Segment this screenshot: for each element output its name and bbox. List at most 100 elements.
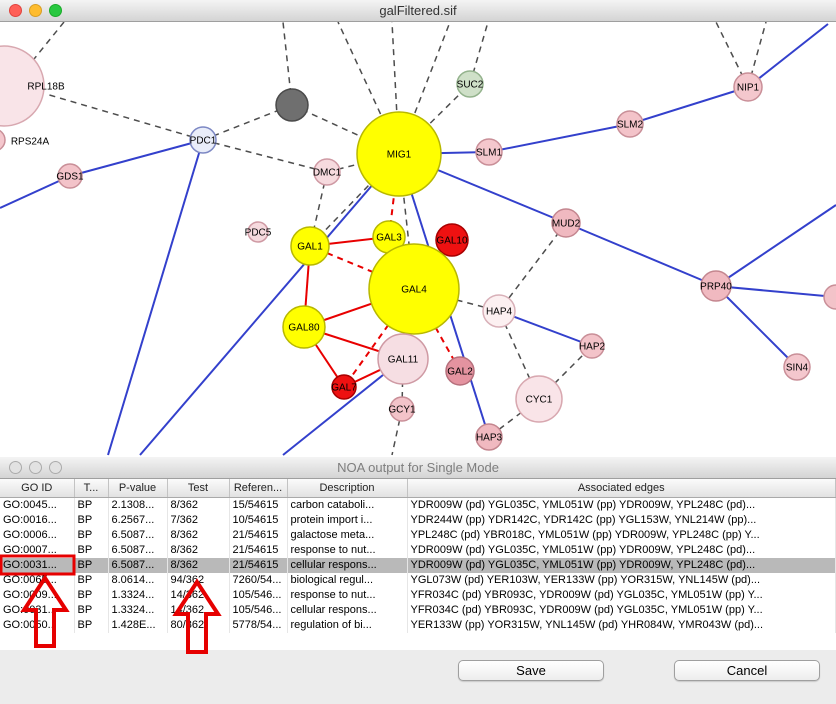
network-node-CYC1[interactable]	[515, 375, 563, 423]
node-label-SLM1: SLM1	[476, 148, 503, 159]
network-node-GAL80[interactable]	[282, 305, 326, 349]
table-cell: 15/54615	[229, 497, 288, 513]
network-node-HAP2[interactable]	[579, 333, 605, 359]
table-cell: YGL073W (pd) YER103W, YER133W (pp) YOR31…	[407, 572, 836, 588]
network-node-edge-right[interactable]	[823, 284, 836, 310]
network-edge[interactable]	[29, 22, 65, 65]
network-edge[interactable]	[498, 222, 567, 312]
network-edge[interactable]	[139, 153, 400, 456]
network-canvas[interactable]: RPL18BRPS24AGDS1PDC1DMC1MIG1SUC2SLM1SLM2…	[0, 22, 836, 457]
network-edge[interactable]	[715, 204, 836, 287]
network-node-SLM2[interactable]	[616, 110, 644, 138]
network-node-GAL2[interactable]	[445, 356, 475, 386]
save-button[interactable]: Save	[458, 660, 604, 681]
network-edge[interactable]	[715, 285, 836, 298]
table-cell: GO:0007...	[0, 542, 75, 558]
zoom-button[interactable]	[49, 4, 62, 17]
network-node-GDS1[interactable]	[57, 163, 83, 189]
table-cell: 8/362	[167, 527, 230, 543]
network-node-GCY1[interactable]	[389, 396, 415, 422]
table-cell: GO:0045...	[0, 497, 75, 513]
cancel-button[interactable]: Cancel	[674, 660, 820, 681]
zoom-button[interactable]	[49, 461, 62, 474]
network-node-GAL1[interactable]	[290, 226, 330, 266]
network-node-MIG1[interactable]	[356, 111, 442, 197]
network-node-NIP1[interactable]	[733, 72, 763, 102]
table-cell: YER133W (pp) YOR315W, YNL145W (pd) YHR08…	[407, 617, 836, 633]
network-node-GAL11[interactable]	[377, 333, 429, 385]
node-label-HAP4: HAP4	[486, 307, 513, 318]
table-cell: 7/362	[167, 512, 230, 528]
minimize-button[interactable]	[29, 4, 42, 17]
network-node-unnamed-gray[interactable]	[275, 88, 309, 122]
column-header-6[interactable]: Associated edges	[407, 479, 836, 498]
network-node-SIN4[interactable]	[783, 353, 811, 381]
node-label-CYC1: CYC1	[526, 395, 553, 406]
node-label-RPL18B: RPL18B	[27, 82, 65, 93]
node-label-GAL2: GAL2	[447, 367, 473, 378]
network-node-RPL18B[interactable]	[0, 45, 45, 127]
table-cell: YPL248C (pd) YBR018C, YML051W (pp) YDR00…	[407, 527, 836, 543]
window-title: galFiltered.sif	[379, 3, 457, 18]
table-cell: 8.0614...	[108, 572, 168, 588]
minimize-button[interactable]	[29, 461, 42, 474]
network-node-MUD2[interactable]	[551, 208, 581, 238]
network-edge[interactable]	[391, 408, 403, 456]
network-node-PDC5[interactable]	[247, 221, 269, 243]
network-node-DMC1[interactable]	[313, 158, 341, 186]
network-node-HAP3[interactable]	[475, 423, 503, 451]
network-edge[interactable]	[629, 86, 749, 125]
column-header-5[interactable]: Description	[287, 479, 408, 498]
table-cell: 7260/54...	[229, 572, 288, 588]
table-cell: BP	[74, 497, 109, 513]
network-edge[interactable]	[343, 288, 415, 388]
network-node-HAP4[interactable]	[482, 294, 516, 328]
network-node-GAL4[interactable]	[368, 243, 460, 335]
node-label-DMC1: DMC1	[313, 168, 342, 179]
network-edge[interactable]	[69, 139, 204, 177]
network-edge[interactable]	[747, 23, 829, 88]
network-node-PDC1[interactable]	[189, 126, 217, 154]
network-edge[interactable]	[45, 93, 204, 141]
node-label-GAL11: GAL11	[388, 355, 419, 366]
column-header-4[interactable]: Referen...	[229, 479, 288, 498]
network-edge[interactable]	[107, 139, 204, 456]
column-header-3[interactable]: Test	[167, 479, 230, 498]
column-header-1[interactable]: T...	[74, 479, 109, 498]
column-header-2[interactable]: P-value	[108, 479, 168, 498]
node-label-MIG1: MIG1	[387, 150, 412, 161]
table-cell: YFR034C (pd) YBR093C, YDR009W (pd) YGL03…	[407, 587, 836, 603]
network-edge[interactable]	[291, 104, 400, 155]
noa-window-titlebar: NOA output for Single Mode	[0, 457, 836, 479]
network-node-SLM1[interactable]	[475, 138, 503, 166]
network-node-GAL7[interactable]	[331, 374, 357, 400]
network-edge[interactable]	[565, 222, 717, 287]
network-edge[interactable]	[0, 175, 71, 209]
column-header-0[interactable]: GO ID	[0, 479, 75, 498]
network-node-SUC2[interactable]	[456, 70, 484, 98]
close-button[interactable]	[9, 4, 22, 17]
network-edge[interactable]	[715, 285, 798, 368]
network-node-PRP40[interactable]	[700, 270, 732, 302]
table-cell: 10/54615	[229, 512, 288, 528]
network-node-GAL10[interactable]	[435, 223, 469, 257]
node-label-GAL3: GAL3	[376, 233, 402, 244]
table-cell: response to nut...	[287, 587, 408, 603]
table-cell: BP	[74, 602, 109, 618]
close-button[interactable]	[9, 461, 22, 474]
network-node-RPS24A[interactable]	[0, 129, 6, 151]
table-cell: BP	[74, 542, 109, 558]
network-edge[interactable]	[202, 139, 328, 173]
network-edge[interactable]	[488, 123, 631, 153]
